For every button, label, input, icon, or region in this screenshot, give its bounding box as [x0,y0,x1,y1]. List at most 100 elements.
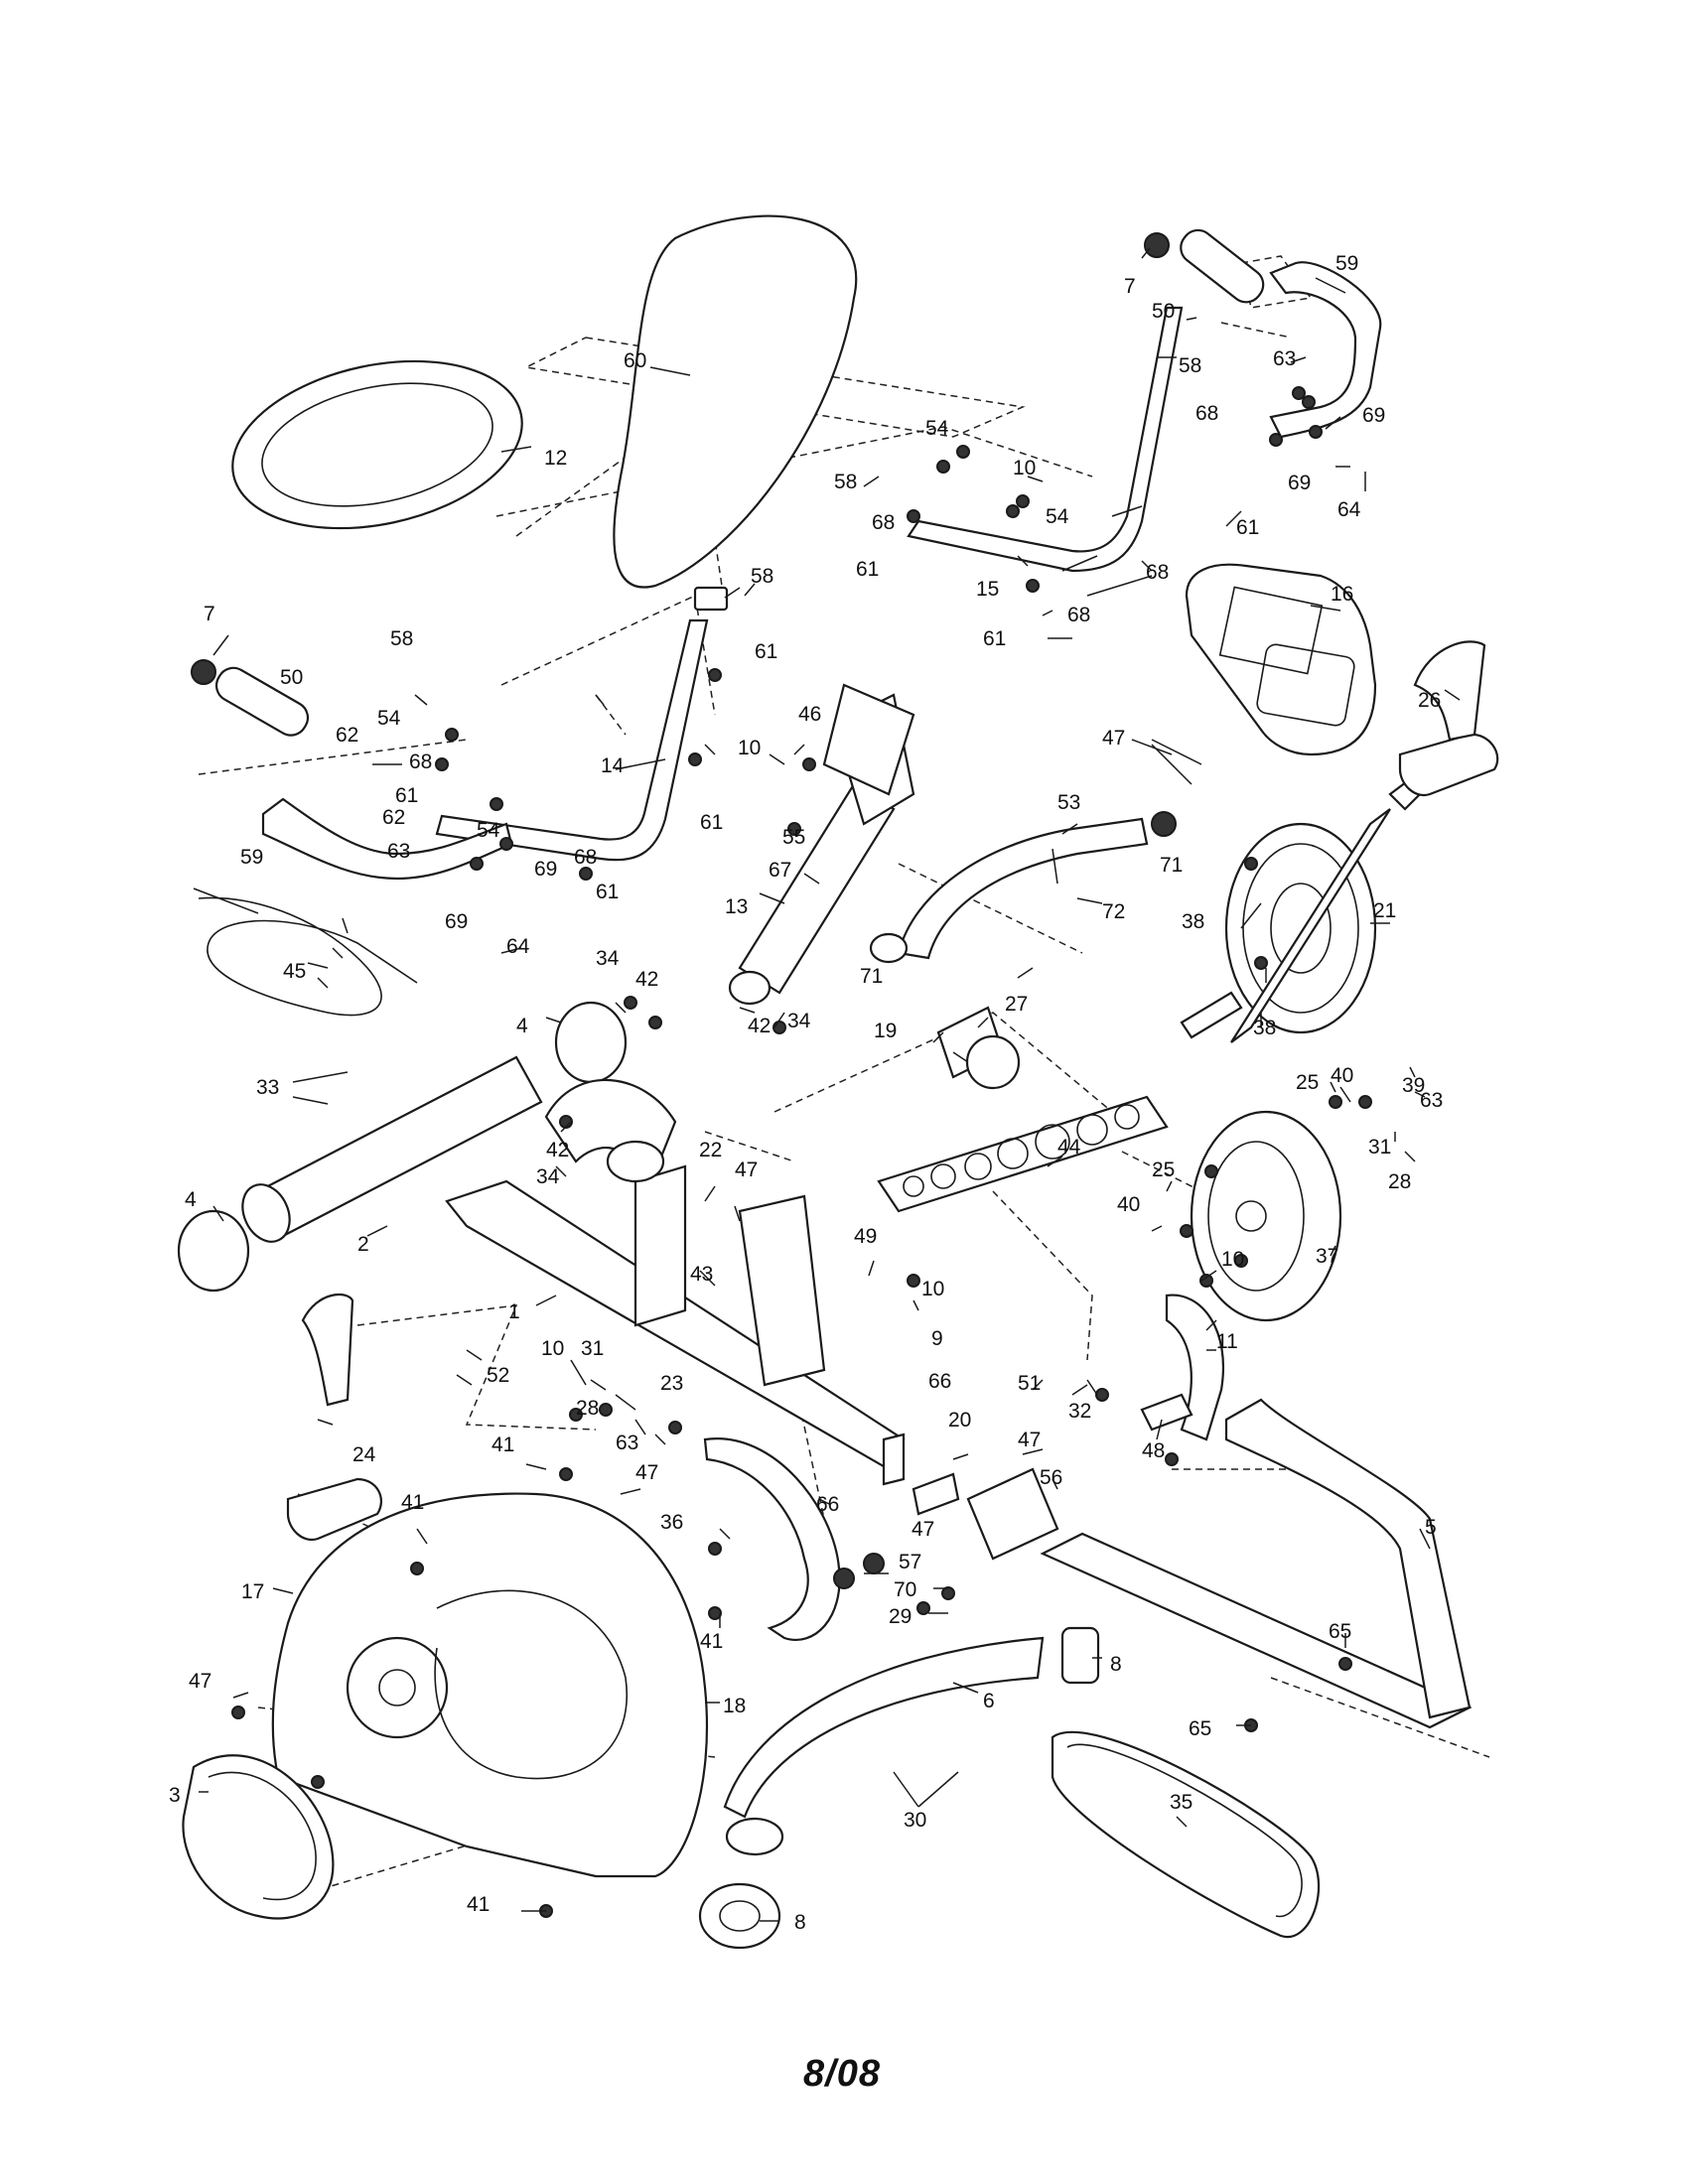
callout-69: 69 [445,910,468,933]
callout-29: 29 [889,1605,912,1628]
callout-68: 68 [409,751,432,773]
callout-64: 64 [506,935,530,958]
seat-rail [177,1001,628,1293]
callout-6: 6 [983,1690,995,1712]
callout-13: 13 [725,895,748,918]
left-pedal [286,1293,383,1542]
callout-67: 67 [769,859,791,882]
callout-47: 47 [189,1670,211,1693]
callout-41: 41 [491,1433,514,1456]
callout-38: 38 [1253,1017,1276,1039]
right-handle-grip [1144,228,1382,439]
callout-40: 40 [1117,1193,1140,1216]
callout-34: 34 [536,1165,560,1188]
callout-28: 28 [1388,1170,1411,1193]
callout-34: 34 [787,1010,811,1032]
callout-10: 10 [1013,457,1036,479]
right-seat-frame [907,306,1184,573]
callout-44: 44 [1057,1136,1081,1159]
callout-48: 48 [1142,1439,1165,1462]
callout-40: 40 [1331,1064,1353,1087]
callout-11: 11 [1216,1330,1238,1353]
callout-69: 69 [534,858,557,881]
callout-31: 31 [581,1337,604,1360]
callout-61: 61 [596,881,619,903]
height-clamp [869,932,1021,1090]
callout-59: 59 [1335,252,1358,275]
callout-61: 61 [700,811,723,834]
callout-59: 59 [240,846,263,869]
callout-46: 46 [798,703,821,726]
callout-61: 61 [755,640,777,663]
callout-28: 28 [576,1397,599,1420]
callout-16: 16 [1331,583,1353,606]
callout-43: 43 [690,1263,713,1286]
callout-54: 54 [477,819,500,842]
callout-32: 32 [1068,1400,1091,1423]
callout-68: 68 [574,846,597,869]
callout-12: 12 [544,447,567,470]
leader-lines [199,247,1461,1922]
seat-cushion [231,359,523,530]
callout-10: 10 [541,1337,564,1360]
callout-54: 54 [1046,505,1069,528]
callout-61: 61 [395,784,418,807]
callout-45: 45 [283,960,306,983]
callout-63: 63 [616,1432,638,1454]
front-stabilizer [698,1626,1100,1950]
callout-4: 4 [516,1015,528,1037]
left-handle-grip [191,659,513,881]
callout-8: 8 [794,1911,806,1934]
callout-42: 42 [748,1015,771,1037]
callout-58: 58 [751,565,773,588]
callout-7: 7 [1124,275,1136,298]
idler-wheel [1190,1110,1342,1322]
callout-41: 41 [401,1491,424,1514]
callout-14: 14 [601,754,625,777]
callout-15: 15 [976,578,999,601]
callout-61: 61 [856,558,879,581]
drive-belt [1051,1730,1321,1939]
callout-66: 66 [816,1493,839,1516]
callout-58: 58 [834,471,857,493]
callout-54: 54 [925,417,949,440]
callout-39: 39 [1402,1074,1425,1097]
callout-68: 68 [872,511,895,534]
callout-42: 42 [635,968,658,991]
callout-71: 71 [860,965,883,988]
callout-10: 10 [921,1278,944,1300]
callout-31: 31 [1368,1136,1391,1159]
callout-4: 4 [185,1188,197,1211]
callout-26: 26 [1418,689,1441,712]
callout-66: 66 [928,1370,951,1393]
callout-20: 20 [948,1409,971,1432]
callout-68: 68 [1146,561,1169,584]
callout-8: 8 [1110,1653,1122,1676]
callout-3: 3 [169,1784,181,1807]
callout-62: 62 [336,724,358,747]
callout-71: 71 [1160,854,1183,877]
callout-47: 47 [735,1159,758,1181]
callout-57: 57 [899,1551,921,1573]
callout-50: 50 [280,666,303,689]
callout-62: 62 [382,806,405,829]
callout-2: 2 [357,1233,369,1256]
callout-10: 10 [738,737,761,759]
callout-37: 37 [1316,1245,1338,1268]
callout-25: 25 [1152,1159,1175,1181]
callout-47: 47 [912,1518,934,1541]
callout-63: 63 [387,840,410,863]
callout-50: 50 [1152,300,1175,323]
callout-63: 63 [1273,347,1296,370]
callout-55: 55 [782,826,805,849]
callout-30: 30 [904,1809,926,1832]
callout-47: 47 [635,1461,658,1484]
callout-21: 21 [1373,899,1396,922]
left-seat-frame [435,586,729,862]
callout-61: 61 [1236,516,1259,539]
callout-65: 65 [1329,1620,1351,1643]
callout-17: 17 [241,1580,264,1603]
callout-18: 18 [723,1695,746,1717]
